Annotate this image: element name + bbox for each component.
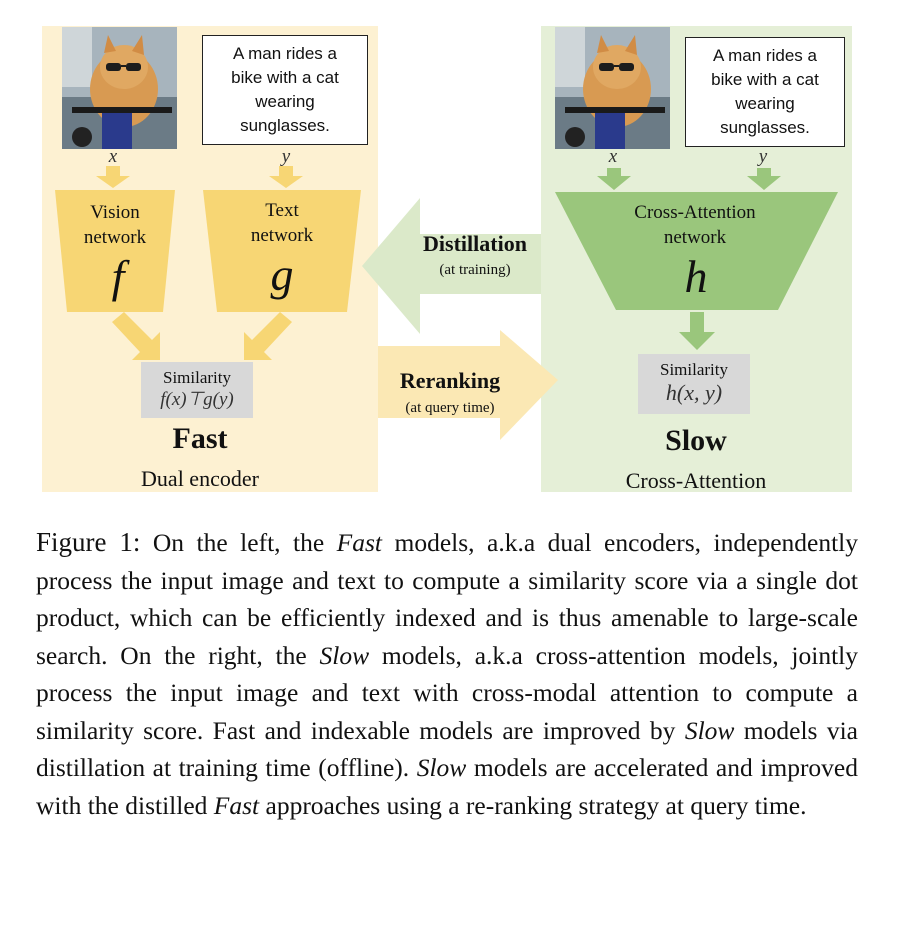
caption-line-1-slow: A man rides a [713,46,817,65]
arrow-y-to-g [269,166,303,188]
slow-subtitle: Cross-Attention [625,468,767,493]
cross-attention-network-label: Cross-Attention network [590,200,800,250]
similarity-label-slow: Similarity [660,360,728,379]
similarity-box-slow: Similarity h(x, y) [638,354,750,414]
vision-network-line2: network [83,227,147,248]
caption-line-3-slow: wearing [735,94,795,113]
arrow-f-to-similarity [112,312,160,360]
caption-segment-2: models, a.k.a dual encoders, independent… [36,528,859,670]
figure-label: Figure 1: [36,527,141,557]
caption-line-2-slow: bike with a cat [711,70,819,89]
slow-title: Slow [665,424,727,457]
caption-line-3: wearing [255,92,315,111]
fast-title: Fast [172,422,228,455]
caption-segment-5: models are accelerated and improved with… [36,753,858,820]
figure-caption: Figure 1: On the left, the Fast models, … [36,524,858,824]
reranking-label: Reranking [399,368,501,393]
vision-network-symbol: f [111,251,125,302]
distillation-sublabel: (at training) [439,262,511,278]
center-arrows [362,198,558,440]
distillation-label: Distillation [423,231,527,256]
caption-segment-6: approaches using a re-ranking strategy a… [259,790,807,820]
caption-segment-4: models via distillation at training time… [36,715,858,783]
text-input-box-slow: A man rides a bike with a cat wearing su… [685,37,845,147]
text-variable-y-fast: y [281,146,291,167]
vision-network-trapezoid [55,190,175,312]
cat-bike-photo-slow [555,27,670,149]
text-network-line2: network [250,225,314,246]
cross-attention-line1: Cross-Attention [634,202,756,223]
similarity-box-fast: Similarity f(x)⊤g(y) [141,362,253,418]
caption-line-4-slow: sunglasses. [720,118,810,137]
caption-line-4: sunglasses. [240,116,330,135]
caption-segment-3: models, a.k.a cross-attention models, jo… [36,640,858,745]
similarity-formula-fast: f(x)⊤g(y) [160,389,234,410]
fast-subtitle: Dual encoder [141,466,259,491]
vision-network-line1: Vision [90,202,140,223]
text-network-label: Text network [222,198,342,248]
arrow-x-to-f [96,166,130,188]
cross-attention-symbol: h [684,251,708,302]
arrow-g-to-similarity [244,312,292,360]
caption-segment-1: On the left, the [140,528,337,557]
caption-fast-italic-1: Fast [336,528,383,557]
reranking-arrow [378,330,558,440]
arrow-x-to-h [597,168,631,190]
image-variable-x-slow: x [608,146,618,167]
arrow-y-to-h [747,168,781,190]
image-variable-x-fast: x [108,146,118,167]
similarity-label-fast: Similarity [163,368,231,387]
caption-line-2: bike with a cat [231,68,339,87]
vision-network-label: Vision network [55,200,175,250]
cat-bike-photo-fast [62,27,177,149]
slow-network-shapes [555,168,838,350]
arrow-h-to-similarity [679,312,715,350]
text-variable-y-slow: y [758,146,768,167]
text-input-box-fast: A man rides a bike with a cat wearing su… [202,35,368,145]
distillation-arrow [362,198,541,334]
similarity-formula-slow: h(x, y) [665,380,723,405]
text-network-trapezoid [203,190,361,312]
cross-attention-line2: network [663,227,727,248]
text-network-line1: Text [265,200,299,221]
text-network-symbol: g [270,249,294,300]
caption-slow-italic-1: Slow [319,640,370,670]
caption-slow-italic-3: Slow [416,753,467,782]
caption-line-1: A man rides a [233,44,337,63]
fast-network-shapes [55,166,361,360]
caption-slow-italic-2: Slow [684,715,735,745]
reranking-sublabel: (at query time) [405,400,495,416]
caption-fast-italic-2: Fast [213,790,260,820]
cross-attention-trapezoid [555,192,838,310]
